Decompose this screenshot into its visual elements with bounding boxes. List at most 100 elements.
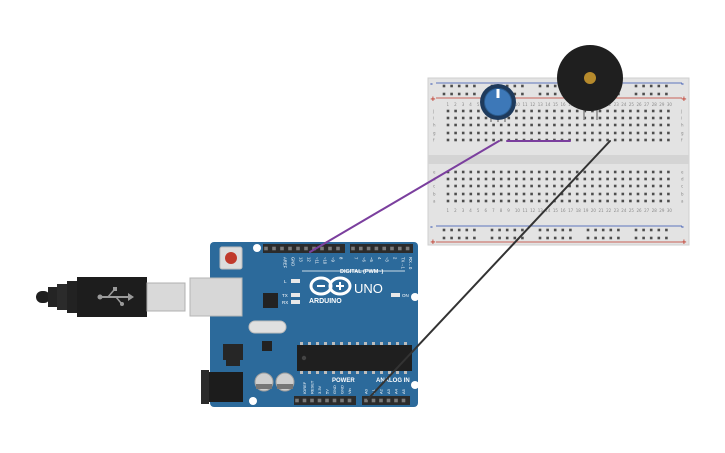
rail-hole[interactable]: [553, 236, 557, 240]
terminal-hole[interactable]: [545, 170, 549, 174]
rail-hole[interactable]: [473, 92, 476, 96]
rail-hole[interactable]: [657, 92, 661, 96]
terminal-hole[interactable]: [484, 116, 488, 120]
terminal-hole[interactable]: [659, 131, 663, 135]
header-pin[interactable]: [401, 398, 406, 403]
header-pin[interactable]: [317, 398, 322, 403]
terminal-hole[interactable]: [636, 184, 640, 188]
terminal-hole[interactable]: [553, 177, 556, 181]
terminal-hole[interactable]: [492, 192, 495, 196]
usb-cable[interactable]: [36, 277, 186, 317]
terminal-hole[interactable]: [537, 109, 541, 113]
terminal-hole[interactable]: [454, 109, 457, 113]
terminal-hole[interactable]: [629, 184, 632, 188]
terminal-hole[interactable]: [515, 116, 518, 120]
terminal-hole[interactable]: [545, 116, 549, 120]
terminal-hole[interactable]: [560, 109, 564, 113]
terminal-hole[interactable]: [454, 184, 457, 188]
rail-hole[interactable]: [457, 92, 461, 96]
terminal-hole[interactable]: [598, 109, 602, 113]
terminal-hole[interactable]: [629, 192, 632, 196]
power-analog-pins[interactable]: [295, 398, 406, 403]
terminal-hole[interactable]: [659, 116, 663, 120]
terminal-hole[interactable]: [659, 192, 663, 196]
pot-knob[interactable]: [484, 88, 512, 116]
terminal-hole[interactable]: [484, 170, 488, 174]
terminal-hole[interactable]: [530, 123, 533, 127]
terminal-hole[interactable]: [575, 170, 579, 174]
reset-button[interactable]: [225, 252, 237, 264]
terminal-hole[interactable]: [651, 123, 655, 127]
terminal-hole[interactable]: [598, 177, 602, 181]
terminal-hole[interactable]: [651, 199, 655, 203]
terminal-hole[interactable]: [644, 184, 647, 188]
terminal-hole[interactable]: [598, 184, 602, 188]
terminal-hole[interactable]: [492, 170, 495, 174]
terminal-hole[interactable]: [507, 199, 511, 203]
rail-hole[interactable]: [601, 228, 605, 232]
terminal-hole[interactable]: [446, 131, 450, 135]
terminal-hole[interactable]: [446, 123, 450, 127]
purple-wire-pot-to-pin12[interactable]: [309, 140, 500, 253]
terminal-hole[interactable]: [515, 184, 518, 188]
terminal-hole[interactable]: [636, 192, 640, 196]
terminal-hole[interactable]: [591, 131, 594, 135]
rail-hole[interactable]: [561, 236, 565, 240]
terminal-hole[interactable]: [461, 177, 465, 181]
rail-hole[interactable]: [442, 228, 446, 232]
rail-hole[interactable]: [473, 84, 476, 88]
terminal-hole[interactable]: [591, 109, 594, 113]
rail-hole[interactable]: [505, 236, 509, 240]
terminal-hole[interactable]: [629, 138, 632, 142]
terminal-hole[interactable]: [560, 123, 564, 127]
rail-hole[interactable]: [634, 84, 638, 88]
terminal-hole[interactable]: [522, 192, 526, 196]
header-pin[interactable]: [351, 246, 355, 251]
terminal-hole[interactable]: [621, 192, 625, 196]
terminal-hole[interactable]: [537, 199, 541, 203]
terminal-hole[interactable]: [560, 116, 564, 120]
terminal-hole[interactable]: [598, 116, 602, 120]
terminal-hole[interactable]: [575, 192, 579, 196]
header-pin[interactable]: [302, 398, 307, 403]
rail-hole[interactable]: [569, 236, 572, 240]
terminal-hole[interactable]: [484, 177, 488, 181]
terminal-hole[interactable]: [484, 199, 488, 203]
terminal-hole[interactable]: [515, 131, 518, 135]
terminal-hole[interactable]: [667, 138, 670, 142]
terminal-hole[interactable]: [469, 177, 473, 181]
terminal-hole[interactable]: [583, 184, 587, 188]
rail-hole[interactable]: [521, 84, 524, 88]
terminal-hole[interactable]: [454, 138, 457, 142]
header-pin[interactable]: [394, 398, 398, 403]
terminal-hole[interactable]: [575, 109, 579, 113]
terminal-hole[interactable]: [591, 138, 594, 142]
header-pin[interactable]: [405, 246, 410, 251]
terminal-hole[interactable]: [492, 184, 495, 188]
header-pin[interactable]: [320, 246, 324, 251]
rail-hole[interactable]: [521, 236, 524, 240]
header-pin[interactable]: [288, 246, 292, 251]
rail-hole[interactable]: [561, 228, 565, 232]
rail-hole[interactable]: [442, 236, 446, 240]
terminal-hole[interactable]: [613, 116, 617, 120]
terminal-hole[interactable]: [613, 199, 617, 203]
terminal-hole[interactable]: [469, 184, 473, 188]
rail-hole[interactable]: [521, 92, 524, 96]
rail-hole[interactable]: [450, 228, 453, 232]
terminal-hole[interactable]: [629, 170, 632, 174]
terminal-hole[interactable]: [454, 199, 457, 203]
terminal-hole[interactable]: [477, 170, 480, 174]
terminal-hole[interactable]: [667, 116, 670, 120]
rail-hole[interactable]: [649, 84, 653, 88]
terminal-hole[interactable]: [560, 192, 564, 196]
terminal-hole[interactable]: [606, 109, 609, 113]
header-pin[interactable]: [390, 246, 394, 251]
rail-hole[interactable]: [513, 236, 517, 240]
terminal-hole[interactable]: [477, 116, 480, 120]
terminal-hole[interactable]: [461, 199, 465, 203]
terminal-hole[interactable]: [553, 192, 556, 196]
header-pin[interactable]: [374, 246, 379, 251]
rail-hole[interactable]: [450, 92, 453, 96]
